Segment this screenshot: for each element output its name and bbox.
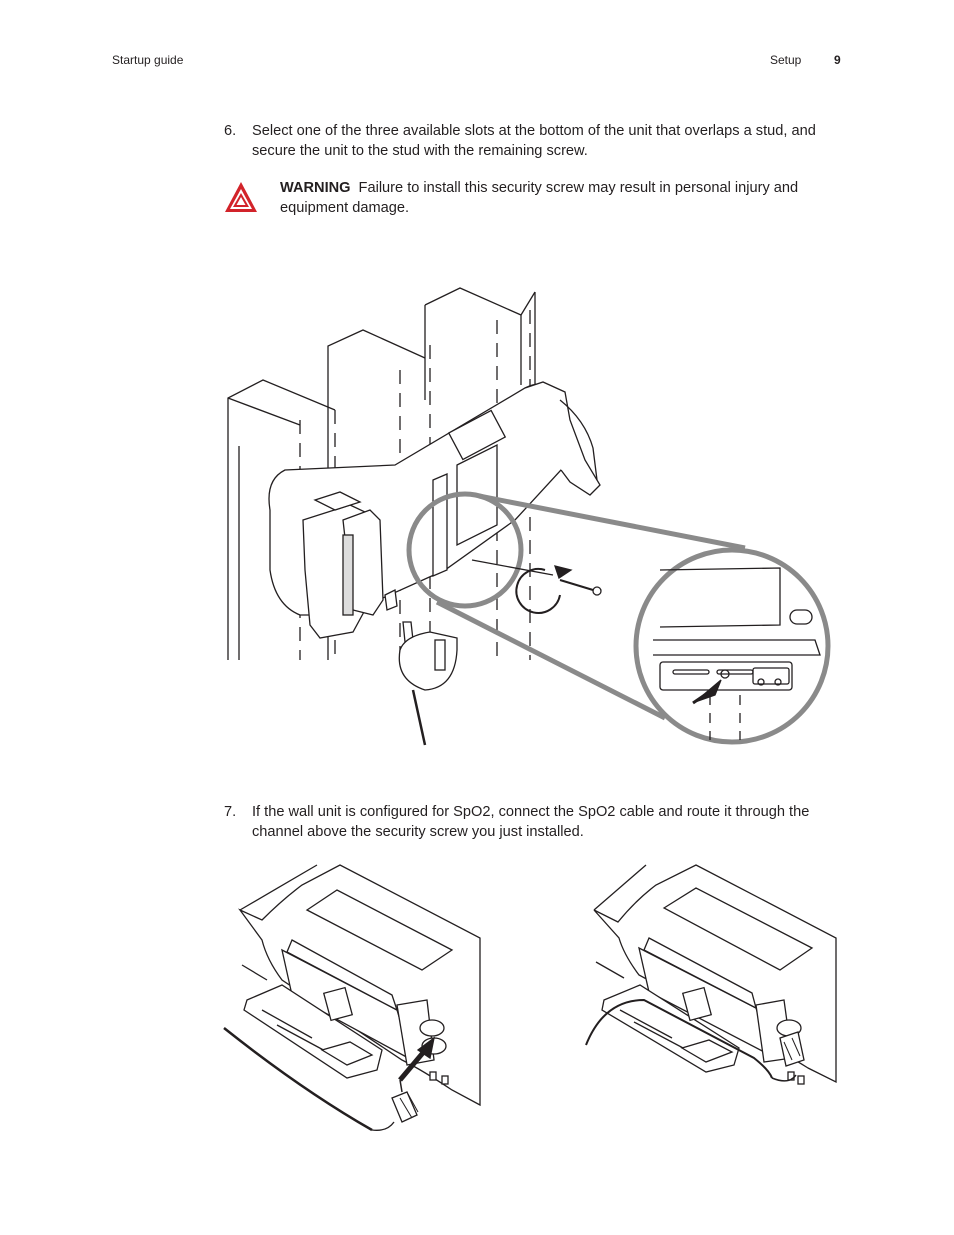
warning-triangle-icon: [225, 182, 257, 212]
spo2-cable-connector: [223, 1027, 419, 1132]
spo2-probe: [398, 621, 458, 746]
figure-wall-mount-security-screw: [225, 270, 840, 750]
magnified-screw-detail: [653, 567, 821, 740]
spo2-cable-routed: [585, 998, 805, 1082]
step-number: 6.: [224, 123, 237, 139]
step-text: Select one of the three available slots …: [252, 123, 816, 159]
device-housing-lower: [238, 864, 481, 1107]
warning-label: WARNING: [280, 180, 351, 196]
figure-connect-spo2-cable: [222, 860, 484, 1140]
insert-arrow-icon: [398, 1036, 435, 1082]
figure-spo2-cable-routed: [584, 860, 840, 1110]
running-header-section: Setup: [770, 53, 802, 67]
page-number: 9: [834, 53, 841, 67]
step-text: If the wall unit is configured for SpO2,…: [252, 804, 810, 840]
device-housing-lower: [593, 864, 837, 1085]
step-number: 7.: [224, 804, 237, 820]
running-header-title: Startup guide: [112, 53, 184, 67]
warning-message: Failure to install this security screw m…: [280, 180, 799, 216]
otoscope-cradle: [302, 491, 398, 639]
security-screw-icon: [471, 559, 602, 614]
